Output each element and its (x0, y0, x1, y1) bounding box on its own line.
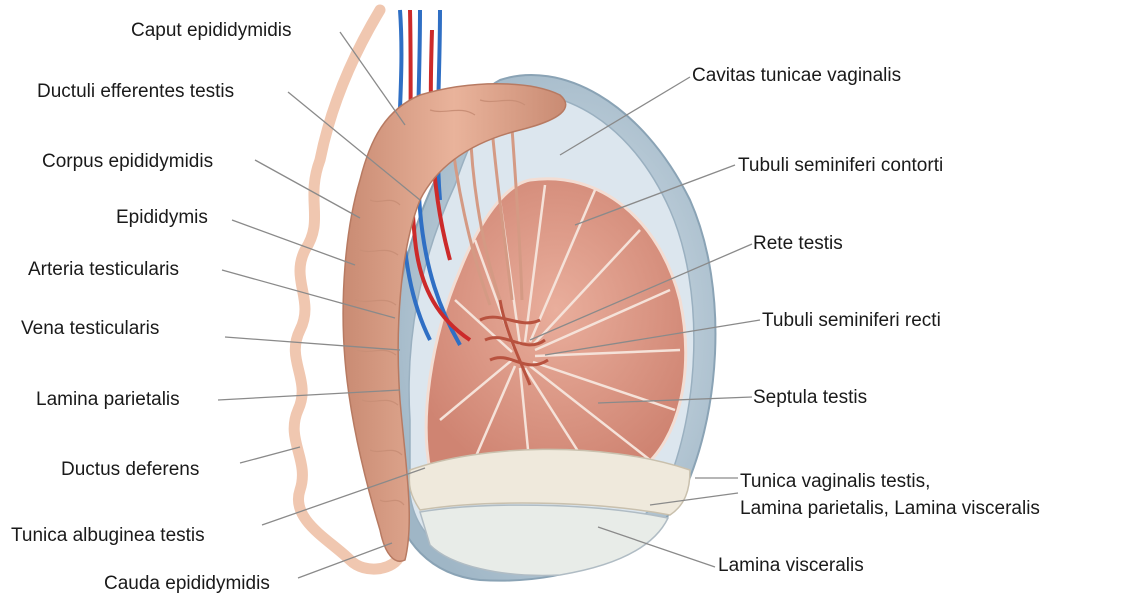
label-vena-testicularis: Vena testicularis (21, 318, 159, 340)
label-caput-epididymidis: Caput epididymidis (131, 20, 292, 42)
label-rete-testis: Rete testis (753, 233, 843, 255)
label-tunica-vaginalis-line2: Lamina parietalis, Lamina visceralis (740, 498, 1040, 520)
label-ductus-deferens: Ductus deferens (61, 459, 199, 481)
label-cavitas-tunicae: Cavitas tunicae vaginalis (692, 65, 901, 87)
label-cauda-epididymidis: Cauda epididymidis (104, 573, 270, 595)
label-corpus-epididymidis: Corpus epididymidis (42, 151, 213, 173)
label-tunica-albuginea: Tunica albuginea testis (11, 525, 205, 547)
label-arteria-testicularis: Arteria testicularis (28, 259, 179, 281)
label-epididymis: Epididymis (116, 207, 208, 229)
label-septula-testis: Septula testis (753, 387, 867, 409)
label-lamina-visceralis: Lamina visceralis (718, 555, 864, 577)
label-lamina-parietalis: Lamina parietalis (36, 389, 180, 411)
label-tunica-vaginalis-line1: Tunica vaginalis testis, (740, 471, 930, 493)
label-tubuli-recti: Tubuli seminiferi recti (762, 310, 941, 332)
label-tubuli-contorti: Tubuli seminiferi contorti (738, 155, 943, 177)
label-ductuli-efferentes: Ductuli efferentes testis (37, 81, 234, 103)
